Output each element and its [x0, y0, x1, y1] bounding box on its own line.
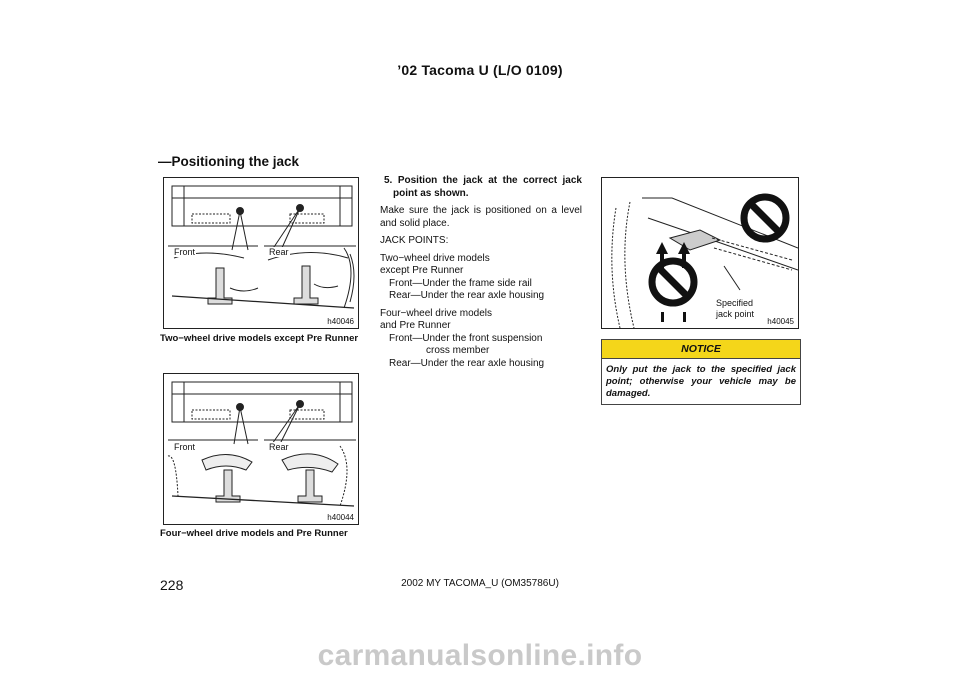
group2-rear: Rear—Under the rear axle housing: [389, 357, 545, 369]
model-code: 2002 MY TACOMA_U (OM35786U): [401, 578, 559, 589]
group2-front-cont: cross member: [426, 345, 490, 356]
jack-points-heading: JACK POINTS:: [380, 235, 449, 246]
document-header: ’02 Tacoma U (L/O 0109): [397, 62, 563, 78]
prohibited-symbol-lower: [648, 257, 698, 307]
watermark: carmanualsonline.info: [317, 639, 643, 672]
front-label: Front: [173, 247, 197, 257]
group1-subtitle: except Pre Runner: [380, 265, 464, 276]
figure-caption: Two−wheel drive models except Pre Runner: [160, 333, 359, 344]
rear-label: Rear: [268, 442, 290, 452]
figure-two-wheel-drive: Front Rear h40046: [163, 177, 359, 329]
jack-illustration-bottom: [167, 381, 356, 507]
front-label: Front: [173, 442, 197, 452]
up-arrows: [656, 242, 690, 322]
group1-title: Two−wheel drive models: [380, 252, 490, 264]
step-5: 5. Position the jack at the correct jack…: [384, 175, 582, 199]
notice-heading: NOTICE: [602, 340, 800, 359]
rear-label: Rear: [268, 247, 290, 257]
group1-front: Front—Under the frame side rail: [389, 277, 532, 289]
section-title: —Positioning the jack: [158, 154, 300, 169]
instructions-column: 5. Position the jack at the correct jack…: [380, 175, 582, 370]
paragraph: Make sure the jack is positioned on a le…: [380, 205, 582, 229]
notice-box: NOTICE Only put the jack to the specifie…: [601, 339, 801, 405]
group1-rear: Rear—Under the rear axle housing: [389, 290, 545, 301]
figure-caption: Four−wheel drive models and Pre Runner: [160, 528, 348, 539]
figure-four-wheel-drive: Front Rear h40044: [163, 373, 359, 525]
specified-jack-point-label-1: Specified: [715, 298, 755, 308]
figure-code: h40044: [327, 513, 354, 522]
group2-front: Front—Under the front suspension: [389, 332, 543, 344]
notice-text: Only put the jack to the specified jack …: [606, 364, 796, 399]
specified-jack-point-label-2: jack point: [715, 309, 756, 319]
jack-point-illustration: [611, 193, 798, 328]
group2-title: Four−wheel drive models: [380, 307, 492, 319]
figure-code: h40045: [767, 317, 794, 326]
group2-subtitle: and Pre Runner: [380, 320, 451, 331]
page-number: 228: [160, 577, 184, 593]
jack-illustration-top: [168, 185, 356, 309]
figure-code: h40046: [327, 317, 354, 326]
prohibited-symbol-upper: [740, 193, 790, 243]
figure-specified-jack-point: Specified jack point h40045: [601, 177, 799, 329]
